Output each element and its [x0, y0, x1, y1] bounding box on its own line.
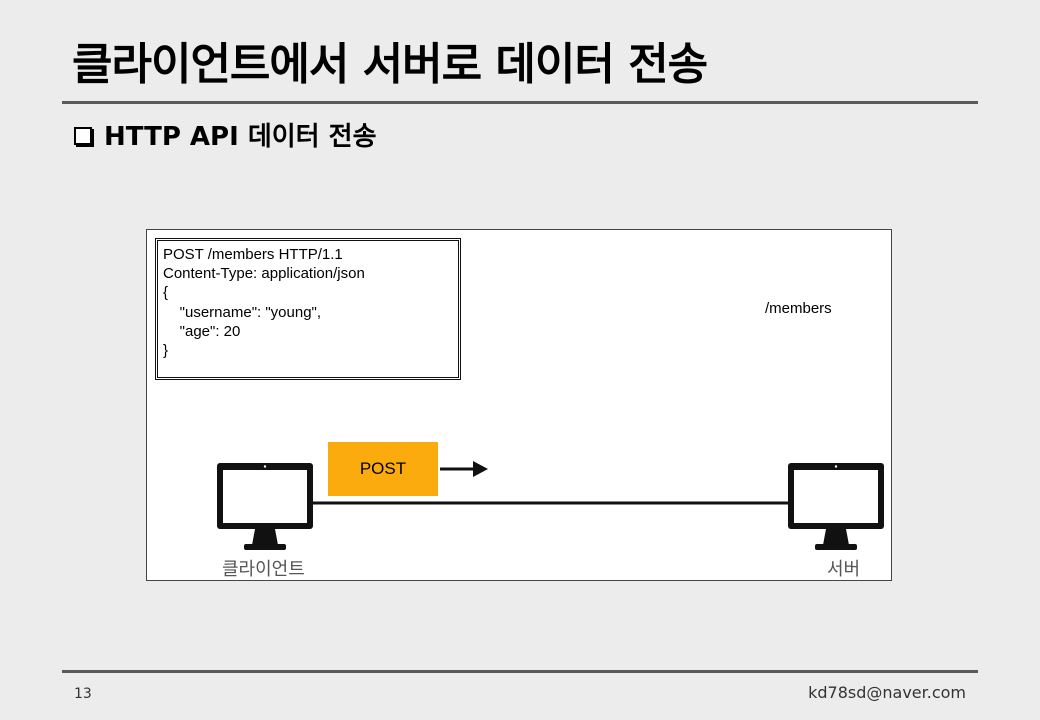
diagram-panel: POST /members HTTP/1.1 Content-Type: app…	[146, 229, 892, 581]
page-number: 13	[74, 686, 92, 702]
footer-divider	[62, 670, 978, 673]
request-line: POST /members HTTP/1.1	[163, 246, 343, 263]
arrow-head-icon	[473, 461, 488, 477]
resource-path-label: /members	[765, 300, 832, 317]
connection-lines	[313, 461, 789, 505]
method-label: POST	[359, 459, 407, 478]
server-label: 서버	[827, 559, 861, 580]
client-monitor-icon	[217, 463, 313, 550]
slide-title: 클라이언트에서 서버로 데이터 전송	[72, 39, 708, 90]
client-label: 클라이언트	[222, 559, 305, 580]
server-monitor-icon	[788, 463, 884, 550]
request-line: "username": "young",	[163, 303, 322, 321]
square-bullet-icon	[74, 126, 92, 145]
footer-email: kd78sd@naver.com	[808, 683, 966, 702]
request-line: Content-Type: application/json	[163, 265, 365, 283]
title-divider	[62, 101, 978, 104]
bullet-text: HTTP API 데이터 전송	[104, 122, 377, 152]
bullet-heading: HTTP API 데이터 전송	[74, 116, 377, 153]
request-line: {	[163, 284, 169, 302]
request-line: }	[163, 342, 169, 360]
post-method-box: POST	[328, 442, 438, 496]
http-request-box: POST /members HTTP/1.1 Content-Type: app…	[155, 238, 461, 380]
request-line: "age": 20	[163, 322, 241, 340]
